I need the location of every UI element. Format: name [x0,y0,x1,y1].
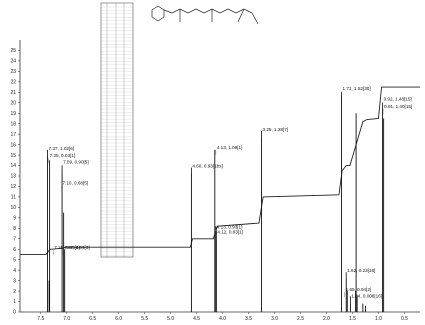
peak-label: 1.54, 0.008[16] [351,293,382,298]
x-tick-label: 1.0 [375,316,382,322]
integral-curve [20,86,420,255]
y-tick-label: 7 [13,236,16,242]
peaks-layer [47,92,385,312]
x-tick-label: 4.0 [219,316,226,322]
x-tick-label: 3.5 [245,316,252,322]
y-tick-label: 12 [10,184,16,190]
peak-label: 1.62, 0.23[18] [347,268,375,273]
y-tick-label: 24 [10,59,16,65]
x-tick-label: 3.0 [271,316,278,322]
y-tick-label: 13 [10,174,16,180]
annotation-layer: 7.37, 1.02[6] 7.35, 0.03[1]7.09, 0.90[5] 7… [47,86,412,304]
y-tick-label: 18 [10,121,16,127]
y-tick-label: 9 [13,216,16,222]
y-tick-label: 0 [13,310,16,316]
x-tick-label: 2.5 [297,316,304,322]
peak-label: 4.12, 0.83[1] [217,230,243,235]
y-tick-label: 10 [10,205,16,211]
x-tick-label: 5.0 [167,316,174,322]
peak-label: 7.09, 0.90[5] [63,159,89,164]
y-tick-label: 4 [13,268,16,274]
x-tick-label: 5.5 [141,316,148,322]
y-tick-label: 17 [10,132,16,138]
x-tick-label: 7.5 [37,316,44,322]
peak-label: 3.25, 1.28[7] [263,127,289,132]
y-tick-label: 25 [10,48,16,54]
x-tick-label: 1.5 [349,316,356,322]
y-tick-label: 16 [10,142,16,148]
integral-layer [20,86,420,255]
x-tick-label: 6.0 [115,316,122,322]
peak-label: 7.26, 0.03[4] [54,245,80,250]
peak-label: 7.07, 0.09[3] [64,245,90,250]
x-tick-label: 0.5 [401,316,408,322]
x-tick-label: 6.5 [89,316,96,322]
chain-bonds [163,8,253,14]
axes: 0123456789101112131415161718192021222324… [10,40,420,322]
y-tick-label: 1 [13,299,16,305]
y-tick-label: 8 [13,226,16,232]
table-frame [100,2,134,258]
peak-label: 7.37, 1.02[6] [49,146,75,151]
peak-label: 4.13, 1.08[1] [217,145,243,150]
peak-label: 7.10, 0.68[5] [63,180,89,185]
y-tick-label: 2 [13,289,16,295]
peak-label: 7.35, 0.03[1] [50,153,76,158]
peak-label: 4.13, 0.93[1] [217,224,243,229]
peak-label: 1.65, 0.94[2] [346,287,372,292]
y-tick-label: 15 [10,153,16,159]
peak-label: 4.60, 0.93[1bs] [192,164,222,169]
y-tick-label: 23 [10,69,16,75]
y-tick-label: 14 [10,163,16,169]
x-tick-label: 7.0 [63,316,70,322]
x-tick-label: 4.5 [193,316,200,322]
y-tick-label: 11 [11,195,16,201]
methyl-bond [251,12,259,25]
y-tick-label: 6 [13,247,16,253]
peak-label: 1.71, 1.52[30] [343,86,371,91]
y-tick-label: 21 [10,90,16,96]
y-tick-label: 20 [10,100,16,106]
y-tick-label: 22 [10,80,16,86]
peak-table-inset [100,2,134,258]
peak-label: 0.91, 1.40[15] [384,104,412,109]
x-tick-label: 2.0 [323,316,330,322]
benzene-ring [151,5,165,22]
y-tick-label: 3 [13,278,16,284]
y-tick-label: 19 [10,111,16,117]
y-tick-label: 5 [13,257,16,263]
structure-inset [151,5,259,25]
methyl-bond [237,8,245,23]
peak-label: 0.92, 1.48[15] [384,97,412,102]
